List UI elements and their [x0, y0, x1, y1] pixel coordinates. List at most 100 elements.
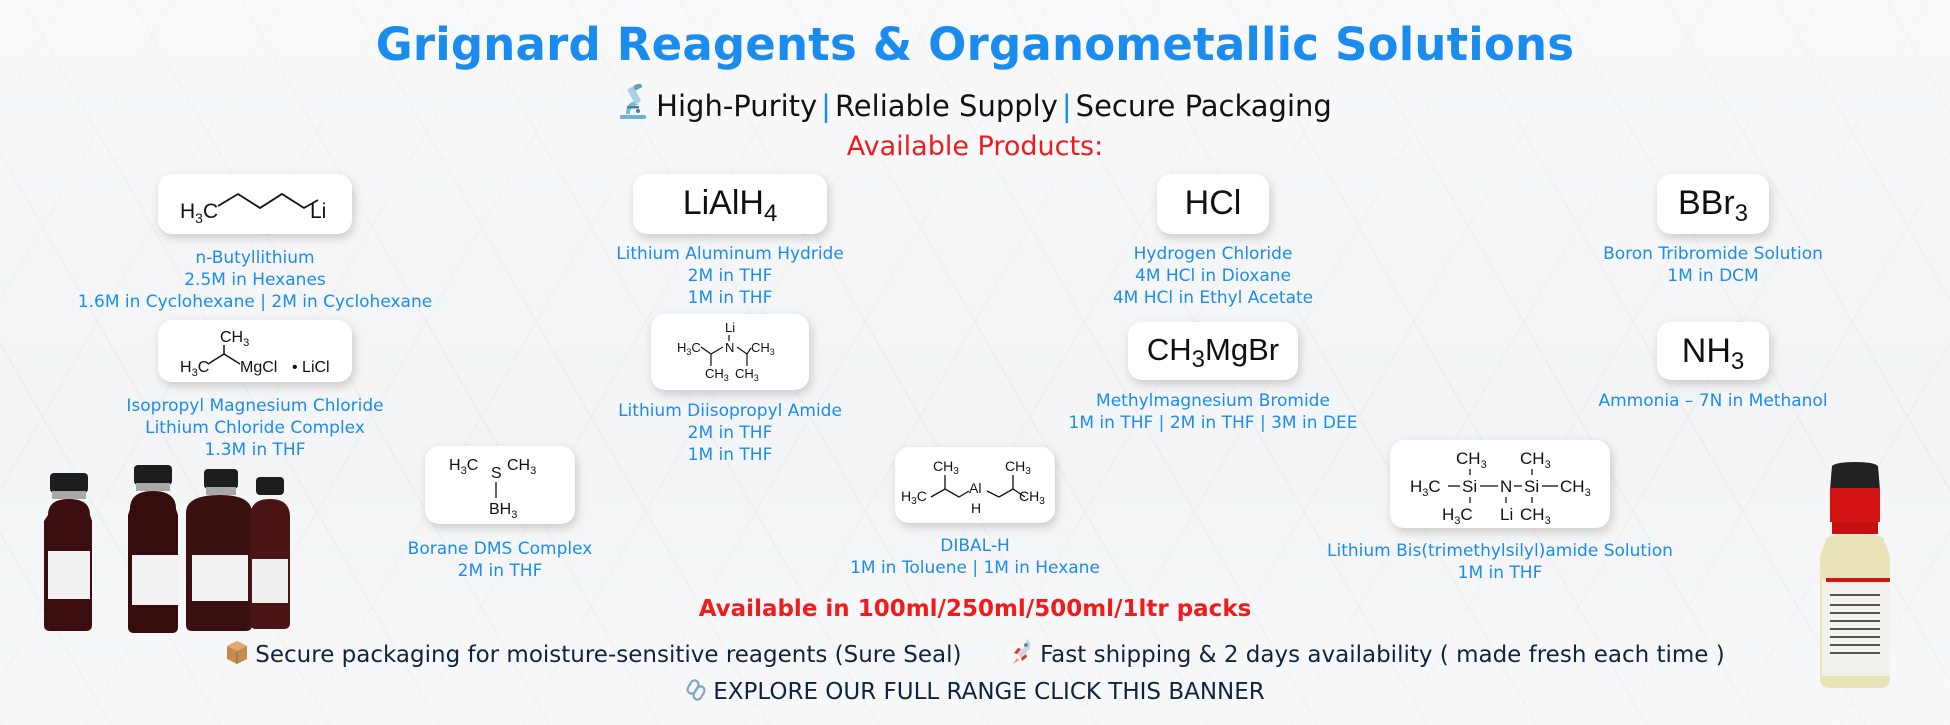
structure-card: H3C S CH3 BH3 — [425, 446, 575, 524]
svg-text:CH3: CH3 — [1520, 505, 1551, 527]
svg-text:CH3: CH3 — [705, 366, 729, 383]
product-concentration: Lithium Chloride Complex — [145, 418, 365, 438]
microscope-icon — [618, 82, 648, 127]
dibal-h-structure-icon: CH3 CH3 H3C Al H CH3 — [901, 458, 1045, 516]
svg-text:H3C: H3C — [677, 340, 701, 357]
formula-subscript: 3 — [1730, 348, 1745, 375]
product-borane-dms-complex[interactable]: H3C S CH3 BH3 Borane DMS Complex 2M in T… — [380, 446, 620, 582]
formula-subscript: 3 — [1734, 200, 1749, 227]
svg-text:H3C: H3C — [1410, 477, 1441, 499]
banner-title: Grignard Reagents & Organometallic Solut… — [375, 18, 1575, 71]
tagline-separator: | — [821, 89, 831, 123]
product-n-butyllithium[interactable]: H3C Li n-Butyllithium 2.5M in Hexanes 1.… — [60, 174, 450, 313]
product-name: DIBAL-H — [940, 536, 1010, 556]
borane-dms-structure-icon: H3C S CH3 BH3 — [449, 457, 536, 521]
formula-text: LiAlH — [682, 184, 764, 222]
feature-list: Secure packaging for moisture-sensitive … — [0, 637, 1950, 671]
product-concentration: 1M in THF | 2M in THF | 3M in DEE — [1068, 413, 1358, 433]
product-name: Boron Tribromide Solution — [1603, 244, 1823, 264]
product-boron-tribromide[interactable]: BBr3 Boron Tribromide Solution 1M in DCM — [1563, 174, 1863, 287]
formula-text: BBr — [1677, 184, 1735, 222]
product-name: Isopropyl Magnesium Chloride — [126, 396, 384, 416]
structure-card: CH3 H3C MgCl • LiCl — [158, 320, 352, 382]
product-concentration: 2.5M in Hexanes — [184, 270, 326, 290]
product-concentration: 2M in THF — [687, 266, 773, 286]
product-concentration: 2M in THF — [457, 561, 543, 581]
structure-card: BBr3 — [1657, 174, 1769, 234]
rocket-icon — [1010, 637, 1034, 671]
product-concentration: 4M HCl in Dioxane — [1135, 266, 1291, 286]
product-dibal-h[interactable]: CH3 CH3 H3C Al H CH3 DIBAL-H 1M in Tolue… — [825, 447, 1125, 579]
svg-text:N: N — [725, 340, 734, 355]
product-concentration: 1.3M in THF — [204, 440, 306, 460]
svg-text:H3C: H3C — [449, 457, 478, 477]
product-name: Lithium Bis(trimethylsilyl)amide Solutio… — [1327, 541, 1673, 561]
svg-text:Li: Li — [310, 200, 326, 223]
svg-text:Li: Li — [725, 320, 735, 335]
formula-text: NH — [1681, 332, 1731, 370]
product-name: Methylmagnesium Bromide — [1096, 391, 1330, 411]
product-ammonia[interactable]: NH3 Ammonia – 7N in Methanol — [1563, 322, 1863, 412]
structure-card: CH3 CH3 H3C Al H CH3 — [895, 447, 1055, 523]
svg-text:H: H — [971, 500, 981, 516]
formula-text: CH — [1146, 332, 1192, 367]
svg-text:CH3: CH3 — [735, 366, 759, 383]
amber-bottles-image — [20, 455, 290, 639]
product-concentration: 4M HCl in Ethyl Acetate — [1112, 288, 1314, 308]
product-lithium-bis-trimethylsilyl-amide[interactable]: CH3 CH3 H3C Si N Si CH3 H3C Li CH3 — [1300, 440, 1700, 584]
svg-text:N: N — [1500, 477, 1512, 496]
feature-fast-shipping: Fast shipping & 2 days availability ( ma… — [1040, 642, 1725, 668]
formula-subscript: 4 — [763, 200, 778, 227]
cta-text: EXPLORE OUR FULL RANGE CLICK THIS BANNER — [713, 679, 1265, 705]
svg-text:Si: Si — [1524, 477, 1539, 496]
svg-text:CH3: CH3 — [1560, 477, 1591, 499]
structure-card: CH3 CH3 H3C Si N Si CH3 H3C Li CH3 — [1390, 440, 1610, 528]
svg-text:H3C: H3C — [180, 359, 209, 379]
svg-text:H3C: H3C — [1442, 505, 1473, 527]
product-name: Lithium Diisopropyl Amide — [618, 401, 842, 421]
structure-card: HCl — [1157, 174, 1269, 234]
svg-text:H3C: H3C — [901, 488, 927, 507]
svg-text:S: S — [491, 465, 502, 482]
product-lithium-aluminum-hydride[interactable]: LiAlH4 Lithium Aluminum Hydride 2M in TH… — [580, 174, 880, 309]
tagline-separator: | — [1061, 89, 1072, 123]
pack-sizes-text: Available in 100ml/250ml/500ml/1ltr pack… — [698, 596, 1252, 622]
red-cap-bottle-image — [1800, 460, 1910, 699]
product-lithium-diisopropyl-amide[interactable]: Li N H3C CH3 CH3 CH3 Lithium Diisopropyl… — [580, 314, 880, 466]
tagline-high-purity: High-Purity — [656, 89, 818, 123]
svg-text:CH3: CH3 — [1005, 458, 1031, 477]
explore-range-link[interactable]: EXPLORE OUR FULL RANGE CLICK THIS BANNER — [0, 678, 1950, 708]
product-methylmagnesium-bromide[interactable]: CH3MgBr Methylmagnesium Bromide 1M in TH… — [1038, 322, 1388, 434]
tagline-secure-packaging: Secure Packaging — [1075, 89, 1332, 123]
svg-text:H3C: H3C — [180, 200, 218, 226]
product-name: Borane DMS Complex — [407, 539, 593, 559]
product-hydrogen-chloride[interactable]: HCl Hydrogen Chloride 4M HCl in Dioxane … — [1063, 174, 1363, 309]
feature-secure-packaging: Secure packaging for moisture-sensitive … — [255, 642, 962, 668]
package-icon — [225, 639, 249, 671]
svg-text:CH3: CH3 — [751, 340, 775, 357]
product-concentration: 1M in THF — [687, 445, 773, 465]
svg-text:CH3: CH3 — [1019, 488, 1045, 507]
product-concentration: 1M in Toluene | 1M in Hexane — [850, 558, 1100, 578]
tagline-reliable-supply: Reliable Supply — [834, 89, 1058, 123]
structure-card: H3C Li — [158, 174, 352, 234]
structure-card: NH3 — [1657, 322, 1769, 380]
link-icon — [685, 678, 707, 708]
svg-text:BH3: BH3 — [489, 501, 517, 521]
isopropylmagnesium-chloride-structure-icon: CH3 H3C MgCl • LiCl — [180, 329, 330, 379]
formula-text: MgBr — [1205, 332, 1280, 367]
lithium-diisopropylamide-structure-icon: Li N H3C CH3 CH3 CH3 — [677, 320, 775, 383]
product-isopropyl-magnesium-chloride[interactable]: CH3 H3C MgCl • LiCl Isopropyl Magnesium … — [80, 320, 430, 461]
structure-card: CH3MgBr — [1128, 322, 1298, 380]
svg-text:Al: Al — [969, 480, 981, 496]
svg-text:CH3: CH3 — [1520, 449, 1551, 471]
formula-text: HCl — [1184, 184, 1242, 222]
tagline: High-Purity|Reliable Supply|Secure Packa… — [0, 82, 1950, 127]
product-concentration: 1M in THF — [687, 288, 773, 308]
svg-text:MgCl: MgCl — [240, 359, 277, 376]
product-name: n-Butyllithium — [195, 248, 315, 268]
svg-text:CH3: CH3 — [933, 458, 959, 477]
svg-text:Si: Si — [1462, 477, 1477, 496]
svg-text:Li: Li — [1500, 505, 1513, 524]
